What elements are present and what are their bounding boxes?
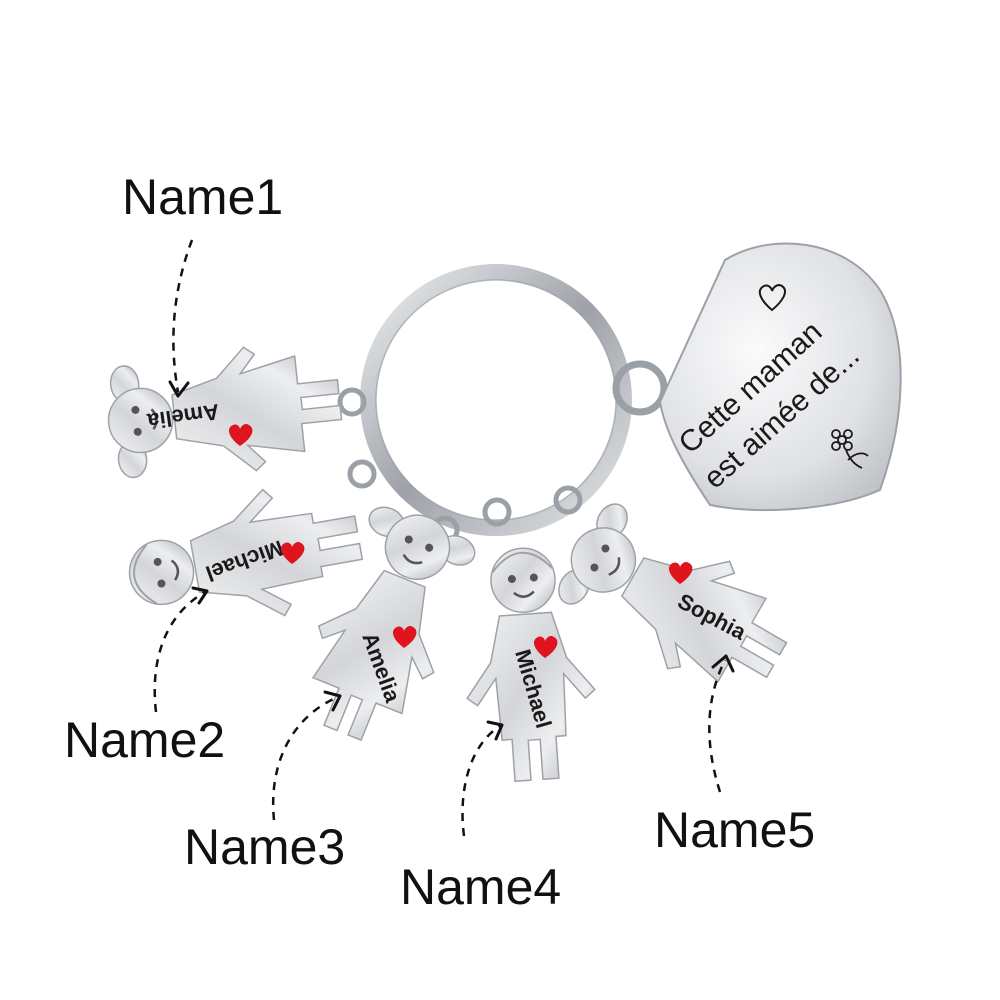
arrow-1 — [172, 239, 194, 393]
jump-ring — [482, 497, 512, 527]
heart-jump-ring — [612, 360, 668, 416]
callout-name3: Name3 — [184, 819, 346, 875]
arrowhead-5 — [711, 654, 735, 673]
red-heart-icon — [533, 635, 558, 658]
arrow-2 — [153, 590, 206, 713]
charm-michael-4: Michael — [455, 497, 603, 786]
red-heart-icon — [668, 561, 693, 584]
callout-name4: Name4 — [400, 859, 562, 915]
flower-icon — [831, 429, 869, 469]
arrowhead-2 — [191, 586, 209, 605]
red-heart-icon — [392, 625, 417, 648]
arrow-3 — [271, 695, 339, 821]
red-heart-icon — [280, 541, 305, 564]
arrowhead-4 — [486, 720, 504, 741]
callout-name5: Name5 — [654, 802, 816, 858]
small-heart-icon — [758, 284, 786, 312]
arrow-heads — [168, 380, 735, 741]
callout-name1: Name1 — [122, 169, 284, 225]
callout-arrows — [153, 239, 727, 837]
callout-name2: Name2 — [64, 712, 226, 768]
heart-tag: Cette maman est aimée de... — [612, 242, 902, 511]
jump-ring — [347, 459, 377, 489]
jump-ring — [337, 387, 367, 417]
key-ring — [360, 264, 632, 536]
charm-amelia-1: Amelia — [100, 336, 367, 487]
charm-sophia-5: Sophia — [543, 485, 809, 715]
charm-amelia-3: Amelia — [283, 493, 489, 758]
jump-ring — [553, 485, 583, 515]
red-heart-icon — [228, 423, 253, 446]
arrow-5 — [708, 659, 727, 793]
arrowhead-3 — [323, 690, 342, 712]
arrow-4 — [461, 724, 501, 837]
charm-michael-2: Michael — [117, 459, 377, 643]
arrowhead-1 — [168, 380, 190, 398]
